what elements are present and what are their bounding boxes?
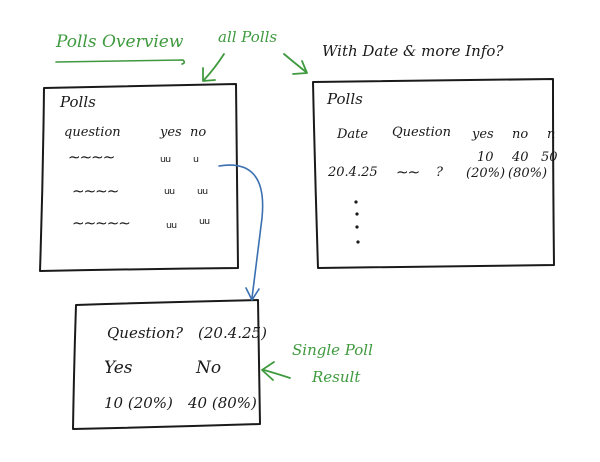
detailed-count-n: 50 (541, 150, 558, 165)
detailed-row-question: ? (436, 165, 443, 180)
detailed-row-yes-pct: (20%) (466, 166, 506, 181)
single-date: (20.4.25) (198, 324, 267, 342)
no-scribble: ᵤ (193, 148, 199, 166)
yes-scribble: ᵤᵤ (166, 214, 177, 232)
arrow-to-overview-head (202, 67, 216, 82)
ellipsis-dot (354, 200, 358, 204)
question-scribble: ∼∼ (396, 163, 420, 181)
heading-underline (55, 59, 186, 65)
yes-scribble: ᵤᵤ (160, 148, 171, 166)
result-annotation: Result (312, 368, 361, 386)
question-scribble: ∼∼∼∼∼ (72, 214, 131, 232)
detailed-count-yes: 10 (477, 150, 494, 165)
ellipsis-dot (355, 225, 359, 229)
single-poll-annotation: Single Poll (292, 341, 373, 359)
single-question: Question? (107, 324, 184, 342)
arrow-to-overview (203, 53, 225, 81)
with-date-annotation: With Date & more Info? (322, 42, 504, 60)
detailed-col-question: Question (392, 125, 451, 140)
no-scribble: ᵤᵤ (199, 210, 210, 228)
detailed-box-title: Polls (327, 90, 363, 108)
single-yes-label: Yes (104, 358, 133, 378)
arrow-to-detailed-head (292, 60, 308, 75)
detailed-row-date: 20.4.25 (328, 165, 378, 180)
arrow-to-single (218, 164, 264, 299)
overview-col-question: question (64, 125, 121, 140)
overview-box-title: Polls (60, 93, 96, 111)
single-box-frame (72, 299, 261, 430)
single-no-label: No (196, 358, 222, 378)
ellipsis-dot (356, 240, 360, 244)
no-scribble: ᵤᵤ (197, 180, 208, 198)
detailed-col-date: Date (337, 127, 369, 142)
overview-col-no: no (190, 125, 207, 140)
all-polls-annotation: all Polls (218, 28, 278, 46)
arrow-to-single-head (245, 287, 260, 301)
question-scribble: ∼∼∼∼ (68, 148, 115, 166)
single-yes-value: 10 (20%) (104, 394, 173, 412)
question-scribble: ∼∼∼∼ (72, 182, 119, 200)
detailed-row-no-pct: (80%) (508, 166, 548, 181)
overview-col-yes: yes (160, 125, 182, 140)
ellipsis-dot (355, 212, 359, 216)
yes-scribble: ᵤᵤ (164, 180, 175, 198)
arrow-result-head (261, 361, 275, 381)
overview-box-frame (39, 83, 239, 272)
detailed-col-yes: yes (472, 127, 494, 142)
detailed-box-frame (312, 78, 555, 269)
overview-heading: Polls Overview (56, 32, 184, 52)
detailed-count-no: 40 (512, 150, 529, 165)
arrow-result (263, 369, 291, 379)
detailed-col-n: n (547, 127, 556, 142)
single-no-value: 40 (80%) (188, 394, 257, 412)
detailed-col-no: no (512, 127, 529, 142)
arrow-to-detailed (283, 53, 307, 73)
